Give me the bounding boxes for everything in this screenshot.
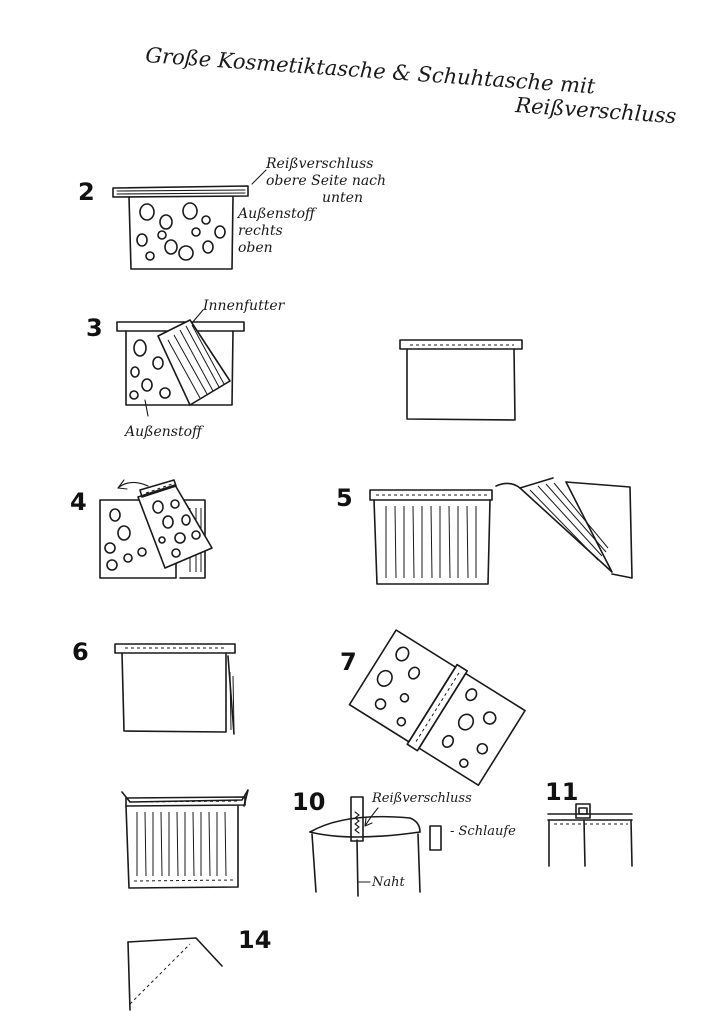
- outer-fabric-drawing: [128, 196, 234, 270]
- hatch-lines: [136, 811, 227, 877]
- zipper-drawing: [369, 489, 493, 501]
- loop-drawing: [429, 825, 442, 851]
- folded-fabric-drawing: [137, 479, 213, 569]
- step-number: 11: [545, 778, 578, 806]
- label-zipper-2: obere Seite nach: [266, 173, 386, 189]
- finished-edge-drawing: [547, 803, 633, 867]
- title-line-2: Reißverschluss: [514, 93, 678, 128]
- step-number: 4: [70, 488, 87, 516]
- label-seam: Naht: [371, 875, 405, 890]
- step-number: 2: [78, 178, 95, 206]
- step-3: 3 Innenfutter Außenstoff: [86, 298, 286, 440]
- label-fabric-1: Außenstoff: [236, 206, 317, 222]
- zipper-arrow: [364, 807, 379, 827]
- folding-lining-drawing: [495, 477, 633, 579]
- label-zipper-3: unten: [322, 190, 363, 206]
- step-number: 6: [72, 638, 89, 666]
- label-outer-fabric: Außenstoff: [123, 424, 204, 440]
- fold-arrow: [117, 481, 149, 489]
- step-number: 7: [340, 648, 357, 676]
- zipper-drawing: [112, 185, 249, 198]
- step-number: 14: [238, 926, 271, 954]
- label-fabric-2: rechts: [238, 223, 283, 239]
- label-zipper-1: Reißverschluss: [265, 156, 373, 172]
- step-7: 7: [340, 629, 526, 787]
- panel-drawing: [121, 652, 227, 733]
- step-6: 6: [72, 638, 236, 735]
- outer-fabric-drawing: [125, 330, 234, 406]
- opened-panels-drawing: [348, 629, 526, 787]
- lining-panel-drawing: [373, 499, 491, 585]
- sheet-title: Große Kosmetiktasche & Schuhtasche mit R…: [145, 43, 678, 128]
- bag-corner-drawing: [309, 796, 421, 897]
- step-number: 5: [336, 484, 353, 512]
- label-loop: - Schlaufe: [450, 824, 516, 839]
- zipper-drawing: [116, 321, 245, 332]
- zipper-pointer: [251, 169, 267, 185]
- step-number: 10: [292, 788, 325, 816]
- lining-pointer: [191, 309, 204, 324]
- fabric-pointer: [144, 399, 149, 417]
- title-line-1: Große Kosmetiktasche & Schuhtasche mit: [145, 43, 597, 98]
- step-10: 10 Reißverschluss - Schlaufe Naht: [292, 788, 516, 897]
- step-unnumbered-hatched: [121, 789, 249, 889]
- lining-drawing: [157, 319, 231, 406]
- zipper-drawing: [114, 643, 236, 654]
- step-4: 4: [70, 479, 213, 579]
- label-zipper: Reißverschluss: [371, 791, 472, 806]
- step-3-result: [399, 339, 523, 421]
- step-2: 2 Reißverschluss obere Seite nach un: [78, 156, 386, 270]
- label-fabric-3: oben: [238, 240, 273, 256]
- step-number: 3: [86, 314, 103, 342]
- boxed-corner-drawing: [127, 937, 223, 1011]
- back-lining-edge: [227, 655, 235, 735]
- label-lining: Innenfutter: [202, 298, 286, 314]
- step-14: 14: [127, 926, 271, 1011]
- step-11: 11: [545, 778, 633, 867]
- step-5: 5: [336, 477, 633, 585]
